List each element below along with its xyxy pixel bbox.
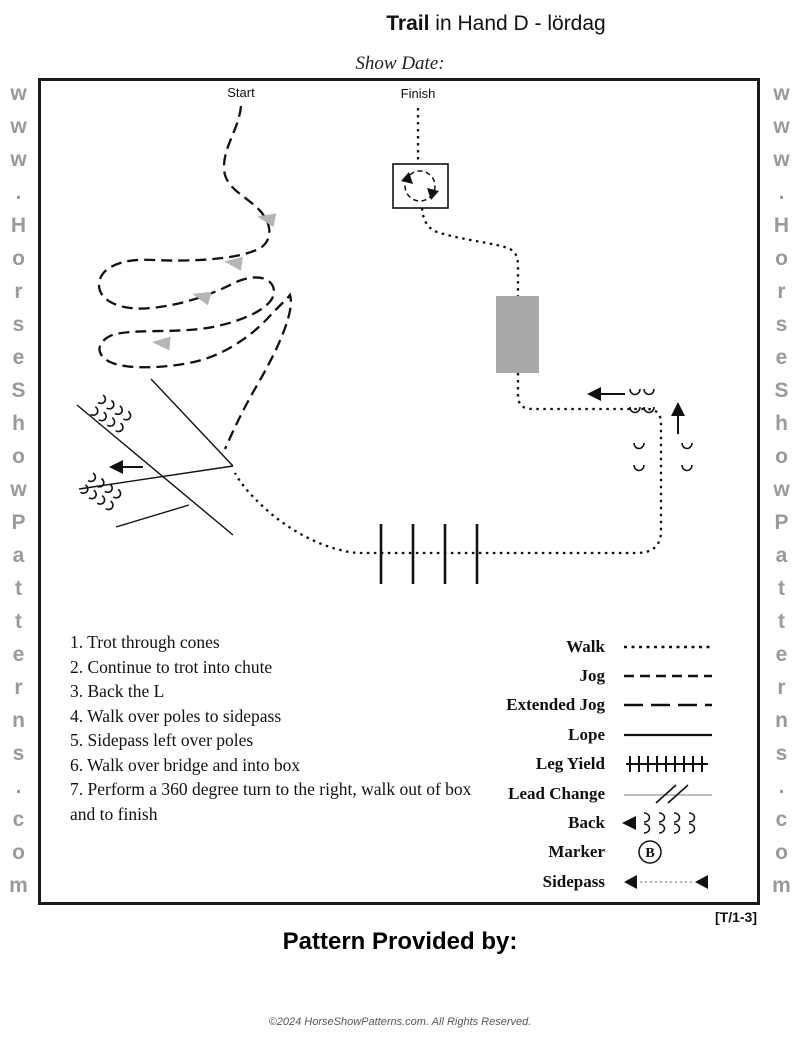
cone-markers <box>152 213 277 351</box>
walk-line-symbol <box>624 645 712 648</box>
back-direction-arrow <box>109 460 143 474</box>
sidepass-direction-arrow <box>587 387 625 401</box>
legend-label: Leg Yield <box>535 754 605 774</box>
cone-marker <box>192 291 212 306</box>
walkover-poles <box>379 524 479 584</box>
finish-label: Finish <box>401 86 436 101</box>
arena-diagram: Start Finish <box>76 85 693 584</box>
instructions-list: 1. Trot through cones 2. Continue to tro… <box>70 630 482 826</box>
sidepass-symbol <box>624 874 708 889</box>
instruction-item: 1. Trot through cones <box>70 632 220 652</box>
left-arrow-icon <box>624 874 637 889</box>
back-poles <box>90 394 132 433</box>
legend-row-lead-change: Lead Change <box>478 779 718 808</box>
up-arrow-icon <box>671 402 685 416</box>
left-arrow-icon <box>109 460 123 474</box>
pattern-arena: Start Finish <box>38 78 760 905</box>
legend-row-sidepass: Sidepass <box>478 867 718 896</box>
chute-rail <box>78 465 234 490</box>
walk-main-segment <box>233 373 663 555</box>
travel-up-arrow <box>671 402 685 434</box>
gait-legend: Walk Jog Extended Jog Lope Leg Yield <box>478 632 718 897</box>
left-arrow-icon <box>622 816 636 831</box>
legend-row-lope: Lope <box>478 720 718 749</box>
instruction-item: 2. Continue to trot into chute <box>70 656 273 677</box>
instruction-item: 3. Back the L <box>70 681 165 701</box>
page-title: Trail in Hand D - lördag <box>0 12 800 36</box>
pattern-code: [T/1-3] <box>715 909 757 925</box>
chute-rail <box>115 504 190 528</box>
lead-change-symbol <box>624 784 712 804</box>
turn-box <box>392 163 449 209</box>
cone-marker <box>257 213 277 228</box>
instruction-item: 7. Perform a 360 degree turn to the righ… <box>70 779 472 824</box>
marker-letter: B <box>645 846 654 861</box>
back-poles <box>80 472 122 511</box>
legend-row-leg-yield: Leg Yield <box>478 750 718 779</box>
bridge-obstacle <box>496 296 539 373</box>
legend-label: Marker <box>548 842 605 862</box>
walk-box-to-bridge-segment <box>420 207 520 296</box>
legend-label: Sidepass <box>542 871 605 891</box>
instruction-item: 6. Walk over bridge and into box <box>70 754 301 775</box>
left-arrow-icon <box>695 874 708 889</box>
instruction-item: 4. Walk over poles to sidepass <box>70 705 282 726</box>
chute-rails <box>76 378 234 536</box>
jog-path <box>97 105 293 450</box>
legend-label: Lead Change <box>508 783 605 803</box>
legend-label: Lope <box>568 724 605 744</box>
legend-row-back: Back <box>478 808 718 837</box>
watermark-left: www.HorseShowPatterns.com <box>7 82 30 907</box>
turn-arrowhead <box>427 188 439 200</box>
chute-rail <box>76 404 234 536</box>
turn-circle-arrow <box>404 170 436 202</box>
chute-rail <box>150 378 234 467</box>
jog-line-symbol <box>624 674 712 678</box>
provided-by-label: Pattern Provided by: <box>282 928 518 955</box>
cone-marker <box>224 256 243 271</box>
marker-symbol: B <box>638 840 662 865</box>
title-detail: in Hand D - lördag <box>429 12 606 35</box>
show-date-label: Show Date: <box>355 53 445 74</box>
leg-yield-symbol <box>626 756 708 773</box>
extended-jog-line-symbol <box>624 704 712 707</box>
legend-row-jog: Jog <box>478 661 718 690</box>
instruction-item: 5. Sidepass left over poles <box>70 730 254 750</box>
legend-label: Walk <box>566 636 605 656</box>
legend-row-walk: Walk <box>478 632 718 661</box>
legend-label: Extended Jog <box>506 695 605 715</box>
legend-row-extended-jog: Extended Jog <box>478 691 718 720</box>
watermark-right: www.HorseShowPatterns.com <box>770 82 793 907</box>
title-discipline: Trail <box>386 12 430 35</box>
copyright-text: ©2024 HorseShowPatterns.com. All Rights … <box>268 1016 532 1028</box>
legend-label: Jog <box>579 666 606 686</box>
start-label: Start <box>227 85 255 100</box>
legend-label: Back <box>568 813 605 833</box>
legend-row-marker: Marker B <box>478 838 718 867</box>
sidepass-poles <box>629 388 693 472</box>
back-symbol <box>622 812 696 834</box>
walk-path <box>233 108 663 555</box>
cone-marker <box>152 336 171 351</box>
lope-line-symbol <box>624 733 712 736</box>
turn-arrowhead <box>401 172 413 184</box>
left-arrow-icon <box>587 387 601 401</box>
